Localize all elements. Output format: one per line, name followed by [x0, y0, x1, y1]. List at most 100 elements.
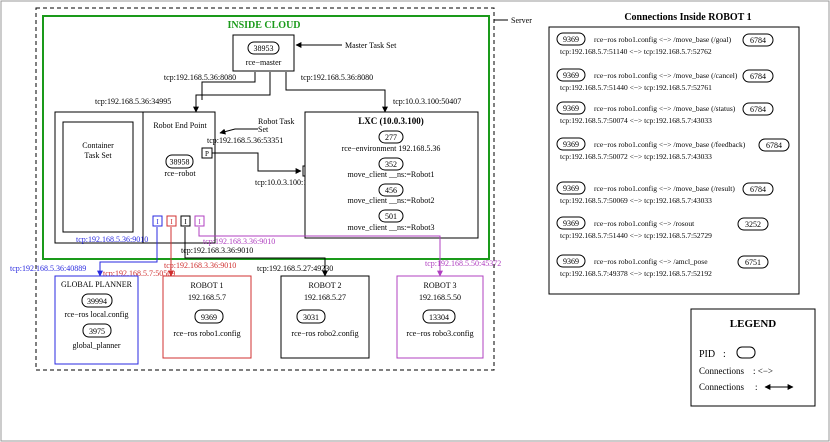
connection-pid-right: 6784: [750, 36, 766, 45]
robot3-title: ROBOT 3: [424, 281, 457, 290]
connection-pid-right-badge: [742, 33, 774, 47]
lxc-process-1: rce−environment 192.168.5.36: [342, 144, 441, 153]
robot3-link: [198, 227, 443, 277]
legend-connections-label-1: Connections: [699, 366, 744, 376]
connection-description: rce−ros robo1.config <−> /amcl_pose: [594, 257, 708, 266]
robot3-name: rce−ros robo3.config: [406, 329, 473, 338]
endpoint-i-label-4: I: [198, 218, 201, 226]
endpoint-pid-badge: [165, 154, 194, 169]
endpoint-i-port-robot1: [166, 215, 177, 227]
connection-pid-left: 9369: [563, 35, 579, 44]
master-to-planner-link: [201, 72, 256, 100]
robot2-ip: 192.168.5.27: [304, 293, 346, 302]
endpoint-title: Robot End Point: [153, 121, 207, 130]
lxc-pid-badge-4: [378, 209, 404, 223]
endpoint-i-port-robot2: [180, 215, 191, 227]
planner-top-label: tcp:192.168.5.36:9010: [76, 235, 148, 244]
connection-pid-right-badge: [742, 182, 774, 196]
connection-pid-left-badge: [556, 68, 586, 82]
legend-connections-symbol-1: : <−>: [753, 366, 773, 376]
connection-pid-left: 9369: [563, 71, 579, 80]
planner-name-1: rce−ros local.config: [64, 310, 128, 319]
connection-pid-right-badge: [758, 138, 790, 152]
robot1-pid-badge: [194, 309, 224, 324]
connection-address: tcp:192.168.5.7:49378 <−> tcp:192.168.5.…: [560, 269, 712, 278]
master-task-set-label: Master Task Set: [345, 41, 397, 50]
robot2-right-label: tcp:192.168.5.27:49230: [257, 264, 333, 273]
connections-title: Connections Inside ROBOT 1: [624, 12, 751, 23]
planner-pid-badge-1: [81, 293, 113, 308]
master-right-label: tcp:192.168.5.36:8080: [301, 73, 373, 82]
master-to-lxc-link: [285, 72, 388, 113]
connection-pid-right-badge: [737, 255, 769, 269]
container-label-2: Task Set: [84, 151, 112, 160]
global-planner-box: [54, 275, 139, 365]
robot1-left-label: tcp:192.168.5.7:50509: [103, 269, 175, 278]
endpoint-i-label-3: I: [184, 218, 187, 226]
lxc-title: LXC (10.0.3.100): [358, 116, 424, 126]
connection-pid-left: 9369: [563, 219, 579, 228]
planner-pid-badge-2: [82, 323, 112, 338]
endpoint-i-label-1: I: [156, 218, 159, 226]
planner-pid-2: 3975: [89, 327, 105, 336]
robot1-title: ROBOT 1: [191, 281, 224, 290]
legend-connections-colon-2: :: [755, 382, 758, 392]
lxc-pid-3: 456: [385, 186, 397, 195]
lxc-pid-badge-1: [378, 130, 404, 144]
connection-pid-left-badge: [556, 216, 586, 230]
connection-pid-right-badge: [737, 217, 769, 231]
lxc-process-2: move_client __ns:=Robot1: [348, 170, 435, 179]
container-label-1: Container: [82, 141, 114, 150]
endpoint-i-label-2: I: [170, 218, 173, 226]
connection-pid-left-badge: [556, 137, 586, 151]
endpoint-in-label: tcp:192.168.5.36:34995: [95, 97, 171, 106]
lxc-pid-2: 352: [385, 160, 397, 169]
endpoint-to-lxc-link: [212, 152, 302, 174]
connection-pid-left-badge: [556, 32, 586, 46]
robot2-title: ROBOT 2: [309, 281, 342, 290]
lxc-process-4: move_client __ns:=Robot3: [348, 223, 435, 232]
lxc-pid-badge-2: [378, 157, 404, 171]
master-pid: 38953: [254, 44, 274, 53]
endpoint-i-port-robot3: [194, 215, 205, 227]
connection-pid-left-badge: [556, 181, 586, 195]
legend-box: [690, 308, 816, 407]
robot2-name: rce−ros robo2.config: [291, 329, 358, 338]
connection-pid-left: 9369: [563, 184, 579, 193]
planner-title: GLOBAL PLANNER: [61, 280, 133, 289]
endpoint-i-port-planner: [152, 215, 163, 227]
robot1-pid: 9369: [201, 313, 217, 322]
connection-pid-right: 6784: [766, 141, 782, 150]
connection-pid-right: 3252: [745, 220, 761, 229]
connection-address: tcp:192.168.5.7:50072 <−> tcp:192.168.5.…: [560, 152, 712, 161]
robot1-ip: 192.168.5.7: [188, 293, 226, 302]
robot2-link: [184, 227, 328, 277]
robot3-pid: 13304: [429, 313, 449, 322]
planner-left-label: tcp:192.168.5.36:40889: [10, 264, 86, 273]
lxc-pid-4: 501: [385, 212, 397, 221]
connection-pid-right: 6784: [750, 72, 766, 81]
master-name: rce−master: [246, 58, 282, 67]
lxc-in-label: tcp:10.0.3.100:50407: [393, 97, 461, 106]
connection-pid-right: 6784: [750, 185, 766, 194]
legend-title: LEGEND: [730, 318, 777, 330]
robot-task-set-arrow: [219, 128, 258, 135]
robot2-pid: 3031: [303, 313, 319, 322]
connection-pid-left: 9369: [563, 104, 579, 113]
endpoint-p-label: P: [205, 150, 209, 158]
connection-pid-left: 9369: [563, 257, 579, 266]
legend-pid-colon: :: [723, 349, 726, 360]
inside-cloud-title: INSIDE CLOUD: [227, 20, 300, 31]
robot2-top-label: tcp:192.168.3.36:9010: [181, 246, 253, 255]
planner-link: [97, 227, 158, 277]
container-inner: [62, 121, 134, 233]
connection-pid-right: 6784: [750, 105, 766, 114]
connection-pid-left: 9369: [563, 140, 579, 149]
robot3-top-label: tcp:192.168.3.36:9010: [203, 237, 275, 246]
connection-pid-right-badge: [742, 102, 774, 116]
lxc-port-label: tcp:10.0.3.100:10030: [255, 178, 323, 187]
